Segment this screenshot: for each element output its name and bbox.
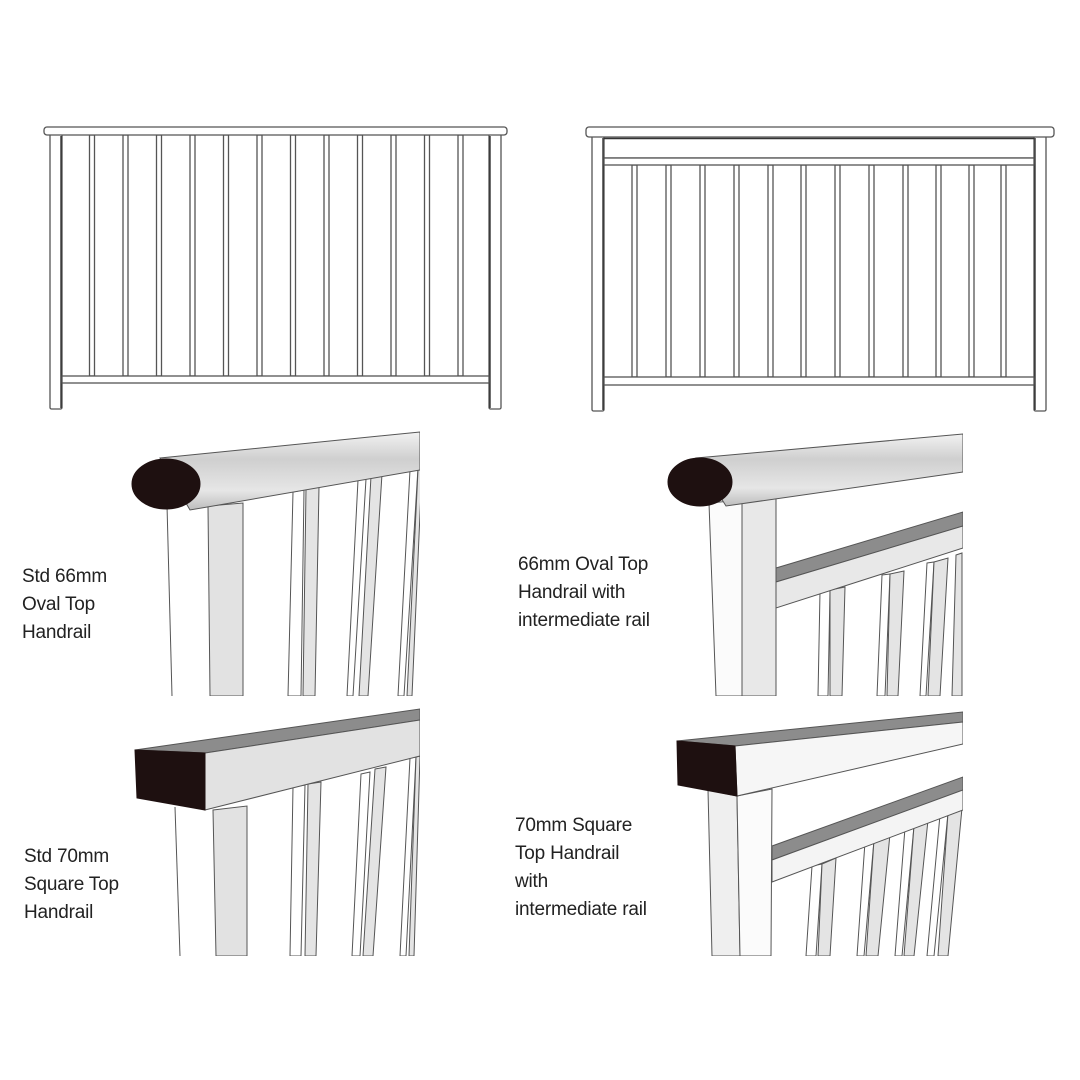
- oval-end-cap: [131, 458, 201, 510]
- bottom-rail: [61, 375, 490, 384]
- square-end-cap: [134, 749, 206, 811]
- elevation-standard: [43, 126, 508, 410]
- top-rail: [585, 126, 1055, 138]
- intermediate-rail: [603, 157, 1035, 166]
- intermediate-rail: [771, 776, 963, 861]
- intermediate-rail: [775, 511, 963, 583]
- label-square-intermediate: 70mm Square Top Handrail with intermedia…: [515, 815, 647, 920]
- right-post: [1033, 135, 1047, 412]
- label-oval-intermediate: 66mm Oval Top Handrail with intermediate…: [518, 554, 650, 631]
- right-post: [488, 133, 502, 410]
- left-post: [591, 135, 605, 412]
- detail-oval-standard: [131, 431, 420, 696]
- top-rail: [43, 126, 508, 136]
- detail-square-intermediate: [676, 711, 963, 956]
- detail-square-standard: [134, 708, 420, 956]
- balusters: [88, 134, 464, 377]
- balusters: [631, 164, 1007, 378]
- elevation-intermediate: [585, 126, 1055, 412]
- label-square-standard: Std 70mm Square Top Handrail: [24, 846, 119, 923]
- oval-end-cap: [667, 457, 733, 507]
- left-post: [49, 133, 63, 410]
- bottom-rail: [603, 376, 1035, 386]
- label-oval-standard: Std 66mm Oval Top Handrail: [22, 566, 107, 643]
- square-end-cap: [676, 740, 738, 797]
- detail-oval-intermediate: [667, 433, 963, 696]
